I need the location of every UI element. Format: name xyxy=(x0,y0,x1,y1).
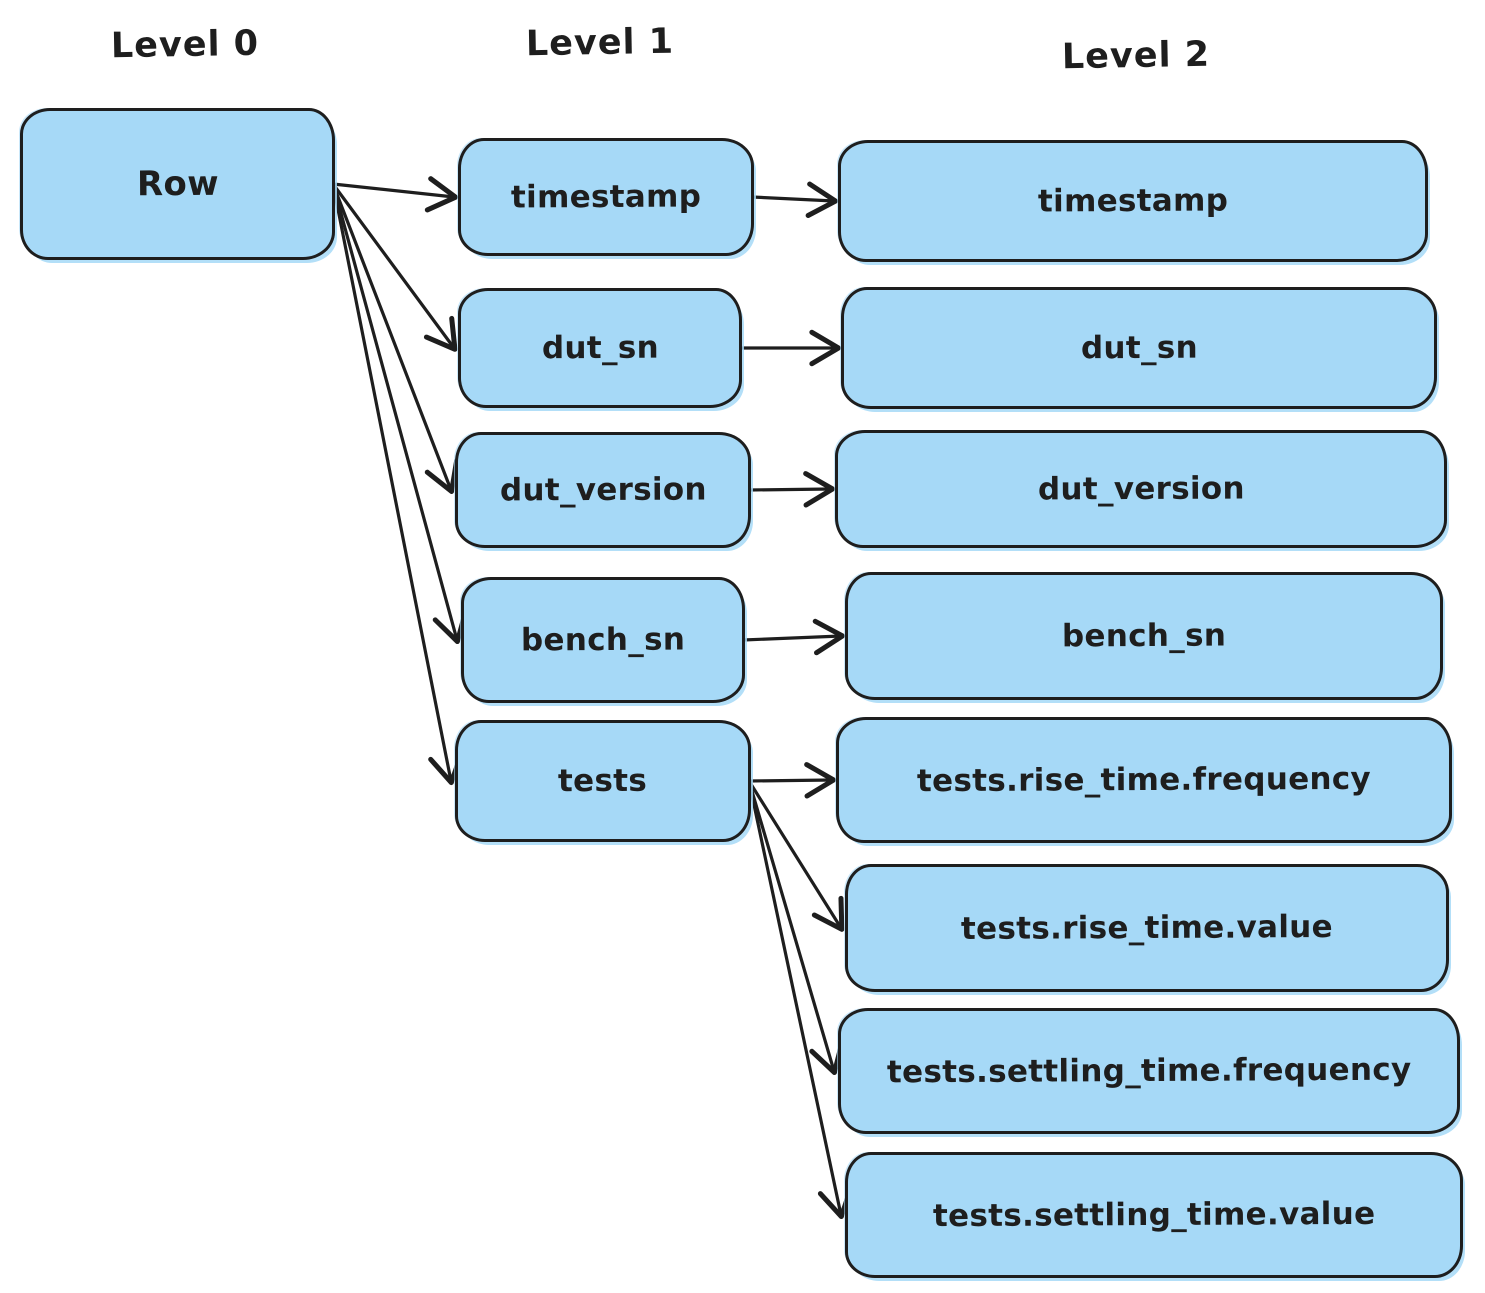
column-header-level-0: Level 0 xyxy=(110,23,260,67)
edge-l1-bench-sn-to-l2-bench-sn xyxy=(741,618,846,656)
node-row[interactable]: Row xyxy=(20,108,335,260)
node-l2-settling-value[interactable]: tests.settling_time.value xyxy=(845,1152,1463,1278)
node-label: timestamp xyxy=(1037,182,1229,220)
node-l2-rise-value[interactable]: tests.rise_time.value xyxy=(845,864,1449,992)
node-l2-timestamp[interactable]: timestamp xyxy=(838,140,1428,262)
node-label: tests.settling_time.frequency xyxy=(886,1051,1412,1091)
node-l1-dut-sn[interactable]: dut_sn xyxy=(458,288,742,408)
edge-l1-tests-to-l2-rise-frequency xyxy=(747,762,837,799)
column-header-level-1: Level 1 xyxy=(525,21,675,65)
node-l2-bench-sn[interactable]: bench_sn xyxy=(845,572,1443,700)
node-l2-settling-frequency[interactable]: tests.settling_time.frequency xyxy=(838,1008,1460,1134)
node-label: tests.rise_time.frequency xyxy=(916,760,1372,800)
node-label: dut_sn xyxy=(541,329,659,367)
edge-row-to-l1-tests xyxy=(331,182,465,786)
node-label: tests.settling_time.value xyxy=(932,1195,1376,1235)
edge-l1-dut-version-to-l2-dut-version xyxy=(747,471,836,508)
edge-l1-timestamp-to-l2-timestamp xyxy=(750,181,839,218)
node-label: tests.rise_time.value xyxy=(960,909,1334,947)
node-l2-rise-frequency[interactable]: tests.rise_time.frequency xyxy=(836,717,1452,843)
edge-row-to-l1-dut-version xyxy=(331,182,460,494)
node-l2-dut-version[interactable]: dut_version xyxy=(835,430,1447,548)
node-l1-tests[interactable]: tests xyxy=(455,720,751,842)
node-l1-timestamp[interactable]: timestamp xyxy=(458,138,754,256)
edge-row-to-l1-dut-sn xyxy=(331,182,458,352)
edge-l1-tests-to-l2-rise-value xyxy=(747,779,845,932)
node-label: dut_sn xyxy=(1080,329,1198,367)
node-label: Row xyxy=(136,163,219,205)
node-label: dut_version xyxy=(499,471,707,509)
edge-row-to-l1-bench-sn xyxy=(331,182,469,645)
node-l2-dut-sn[interactable]: dut_sn xyxy=(841,287,1437,409)
column-header-level-2: Level 2 xyxy=(1061,34,1211,78)
node-label: bench_sn xyxy=(520,621,686,659)
node-label: tests xyxy=(558,762,648,800)
node-label: dut_version xyxy=(1037,470,1245,508)
node-label: timestamp xyxy=(510,178,702,216)
node-label: bench_sn xyxy=(1061,617,1227,655)
node-l1-bench-sn[interactable]: bench_sn xyxy=(461,577,745,703)
node-l1-dut-version[interactable]: dut_version xyxy=(455,432,751,548)
edge-l1-tests-to-l2-settling-value xyxy=(747,779,854,1220)
edge-row-to-l1-timestamp xyxy=(331,176,459,213)
edge-l1-tests-to-l2-settling-frequency xyxy=(747,779,845,1076)
